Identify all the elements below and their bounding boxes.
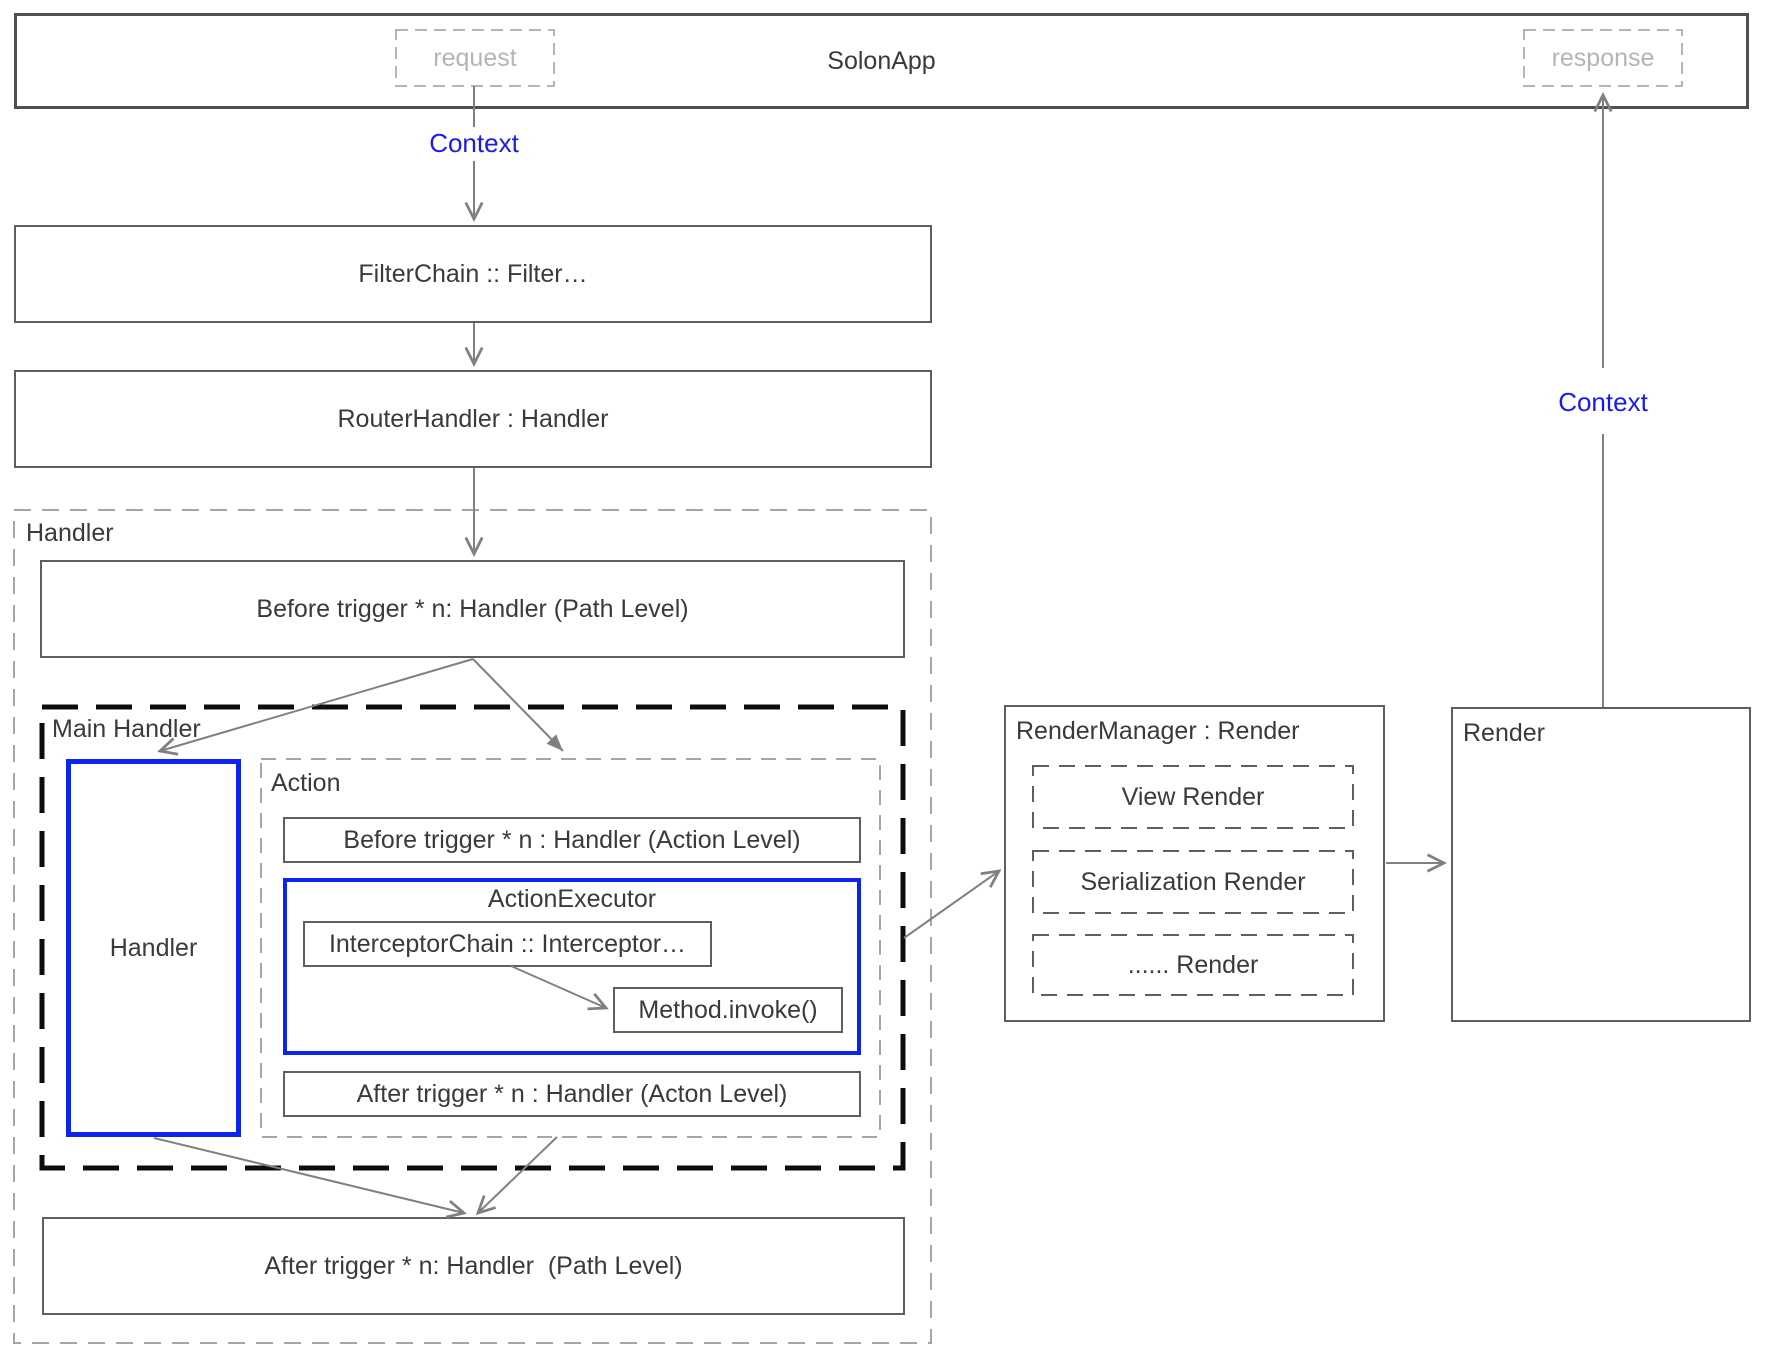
action-executor-title: ActionExecutor (487, 885, 657, 913)
dots-render-label: ...... Render (1127, 951, 1259, 979)
action-label: Action (271, 769, 341, 797)
handler-box: Handler (66, 759, 241, 1137)
after-path-box: After trigger * n: Handler (Path Level) (42, 1217, 905, 1315)
response-label: response (1551, 44, 1655, 72)
filter-chain-box: FilterChain :: Filter… (14, 225, 932, 323)
after-action-box: After trigger * n : Handler (Acton Level… (283, 1071, 861, 1117)
render-box (1451, 707, 1751, 1022)
arrow-action-to-afterpath (478, 1136, 558, 1213)
arrow-to-rendermanager (903, 871, 999, 939)
before-path-box: Before trigger * n: Handler (Path Level) (40, 560, 905, 658)
method-invoke-box: Method.invoke() (613, 987, 843, 1033)
request-label: request (433, 44, 517, 72)
before-action-box: Before trigger * n : Handler (Action Lev… (283, 817, 861, 863)
render-title: Render (1463, 719, 1545, 747)
handler-container-label: Handler (26, 519, 114, 547)
interceptor-chain-box: InterceptorChain :: Interceptor… (303, 921, 712, 967)
arrow-beforepath-to-handler (160, 658, 474, 751)
solonapp-bar (14, 13, 1749, 109)
solonapp-title: SolonApp (827, 47, 936, 75)
view-render-label: View Render (1121, 783, 1265, 811)
context-in-label: Context (394, 126, 554, 162)
serialization-render-label: Serialization Render (1080, 868, 1306, 896)
render-manager-title: RenderManager : Render (1016, 717, 1300, 745)
main-handler-label: Main Handler (52, 715, 201, 743)
arrow-handler-to-afterpath (153, 1137, 464, 1213)
arrow-beforepath-to-action (472, 658, 564, 752)
context-out-label: Context (1523, 385, 1683, 421)
router-handler-box: RouterHandler : Handler (14, 370, 932, 468)
